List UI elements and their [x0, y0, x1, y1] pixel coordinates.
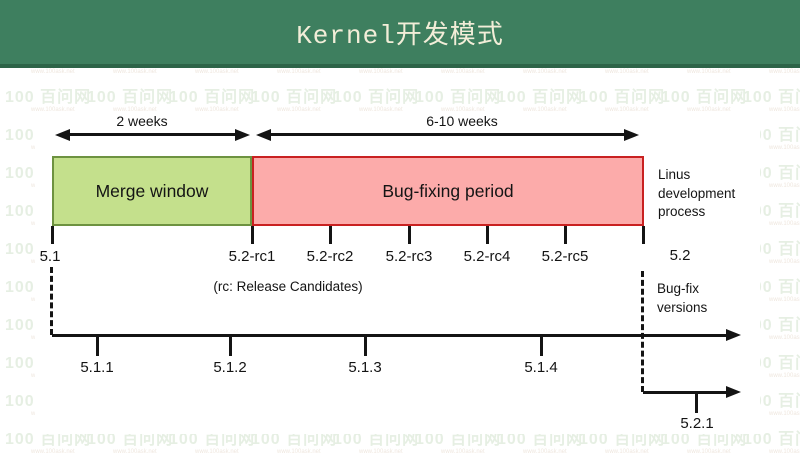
- kernel-dev-diagram: 2 weeks 6-10 weeks Merge window Bug-fixi…: [35, 112, 760, 434]
- merge-window-box: Merge window: [52, 156, 252, 226]
- release-tick: [486, 226, 489, 244]
- release-tick-label: 5.2: [669, 247, 691, 264]
- bugfix-timeline-52: [643, 391, 727, 394]
- slide-header: Kernel开发模式: [0, 0, 800, 68]
- arrow-left-icon: [55, 129, 70, 141]
- release-tick: [251, 226, 254, 244]
- bugfix-versions-annotation: Bug-fix versions: [657, 280, 707, 317]
- release-tick: [564, 226, 567, 244]
- arrow-right-icon: [726, 386, 741, 398]
- linus-process-line3: process: [658, 204, 706, 219]
- merge-window-label: Merge window: [95, 180, 209, 201]
- bugfix-tick-label: 5.1.1: [80, 359, 114, 376]
- release-tick: [329, 226, 332, 244]
- bugfix-tick: [229, 336, 232, 356]
- bugfix-period-label: Bug-fixing period: [382, 180, 514, 201]
- bugfix-duration-label: 6-10 weeks: [426, 113, 498, 129]
- bugfix-versions-line1: Bug-fix: [657, 281, 700, 296]
- merge-duration-label: 2 weeks: [116, 113, 168, 129]
- bugfix-tick-label: 5.1.4: [524, 359, 558, 376]
- bugfix-tick: [540, 336, 543, 356]
- arrow-right-icon: [624, 129, 639, 141]
- bugfix-period-box: Bug-fixing period: [252, 156, 644, 226]
- arrow-left-icon: [256, 129, 271, 141]
- linus-process-annotation: Linus development process: [658, 166, 735, 222]
- dashed-connector-51: [50, 267, 53, 335]
- bugfix-duration-arrow: [269, 133, 626, 136]
- bugfix-tick: [364, 336, 367, 356]
- bugfix-tick-label: 5.1.2: [213, 359, 247, 376]
- release-tick-label: 5.1: [39, 248, 61, 265]
- slide-title: Kernel开发模式: [296, 20, 504, 51]
- dashed-connector-52: [641, 271, 644, 392]
- bugfix-tick-label: 5.2.1: [680, 415, 714, 432]
- release-tick: [408, 226, 411, 244]
- linus-process-line2: development: [658, 185, 736, 201]
- bugfix-versions-line2: versions: [657, 299, 708, 315]
- arrow-right-icon: [726, 329, 741, 341]
- release-tick-label: 5.2-rc5: [541, 248, 589, 265]
- bugfix-tick: [96, 336, 99, 356]
- release-tick: [51, 226, 54, 244]
- rc-note: (rc: Release Candidates): [213, 279, 363, 294]
- merge-duration-arrow: [68, 133, 237, 136]
- release-tick: [642, 226, 645, 244]
- bugfix-timeline-51: [52, 334, 727, 337]
- release-tick-label: 5.2-rc3: [385, 248, 433, 265]
- bugfix-tick-label: 5.1.3: [348, 359, 382, 376]
- release-tick-label: 5.2-rc2: [306, 248, 354, 265]
- linus-process-line1: Linus: [658, 167, 691, 182]
- bugfix-tick: [695, 393, 698, 413]
- arrow-right-icon: [235, 129, 250, 141]
- release-tick-label: 5.2-rc1: [228, 248, 276, 265]
- release-tick-label: 5.2-rc4: [463, 248, 511, 265]
